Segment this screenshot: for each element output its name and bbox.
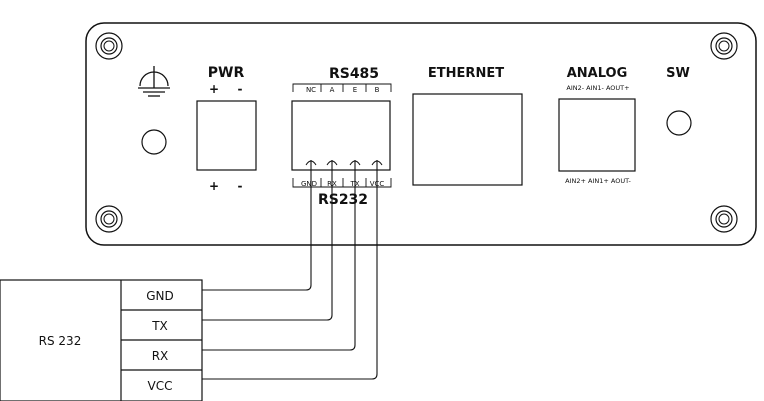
rs485-pin-nc: NC	[306, 86, 316, 94]
rs232-pin-gnd: GND	[301, 180, 317, 188]
analog-top-pins: AIN2- AIN1- AOUT+	[566, 84, 629, 92]
rs232-title: RS232	[318, 192, 368, 208]
rs485-pin-bracket	[292, 83, 392, 92]
rs485-pin-a: A	[330, 86, 335, 94]
device-label: RS 232	[39, 334, 82, 348]
pwr-plus-bottom: +	[209, 179, 219, 193]
rs485-pin-b: B	[375, 86, 380, 94]
analog-bottom-pins: AIN2+ AIN1+ AOUT-	[565, 177, 631, 185]
device-panel	[85, 22, 757, 246]
ground-screw	[141, 129, 167, 155]
wire-vcc	[202, 160, 378, 380]
ethernet-port	[412, 93, 523, 186]
ethernet-title: ETHERNET	[428, 66, 504, 81]
rs232-pin-bracket	[292, 178, 392, 188]
device-pin-vcc: VCC	[148, 379, 173, 393]
rs485-pin-e: E	[353, 86, 357, 94]
mounting-hole-top-left	[95, 32, 123, 60]
mounting-hole-bottom-right	[710, 205, 738, 233]
mounting-hole-top-right	[710, 32, 738, 60]
rs485-title: RS485	[329, 66, 379, 82]
wire-tx	[202, 160, 356, 351]
pwr-plus-top: +	[209, 82, 219, 96]
wire-terminal-marks	[305, 160, 383, 166]
device-pin-rx: RX	[152, 349, 169, 363]
analog-title: ANALOG	[567, 66, 628, 81]
device-pin-tx: TX	[151, 319, 168, 333]
pwr-minus-top: -	[238, 82, 243, 96]
analog-terminal	[558, 98, 636, 172]
pwr-minus-bottom: -	[238, 179, 243, 193]
wire-gnd	[202, 160, 312, 291]
pwr-terminal	[196, 100, 257, 171]
ground-icon	[138, 66, 170, 97]
sw-button	[666, 110, 692, 136]
wires	[202, 160, 378, 380]
mounting-hole-bottom-left	[95, 205, 123, 233]
pwr-title: PWR	[208, 65, 245, 81]
wire-rx	[202, 160, 333, 321]
device-pin-gnd: GND	[146, 289, 174, 303]
serial-terminal	[291, 100, 391, 171]
sw-title: SW	[666, 66, 690, 81]
